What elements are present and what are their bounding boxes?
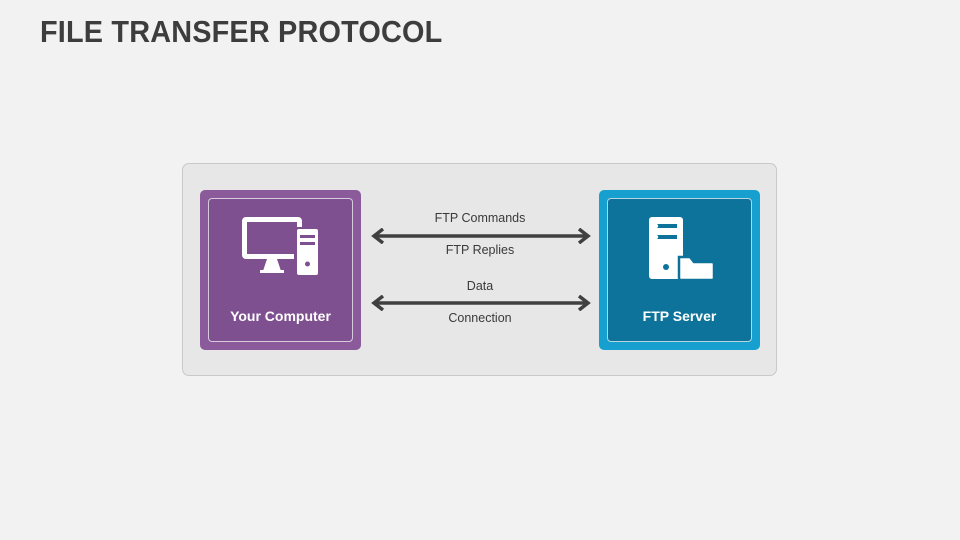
node-ftp-server-label: FTP Server <box>642 308 717 324</box>
node-your-computer-inner: Your Computer <box>208 198 353 342</box>
node-ftp-server: FTP Server <box>599 190 760 350</box>
node-ftp-server-inner: FTP Server <box>607 198 752 342</box>
link-commands-top-label: FTP Commands <box>434 211 526 225</box>
double-arrow-commands <box>370 228 592 244</box>
desktop-computer-icon <box>240 215 322 284</box>
server-folder-icon <box>645 215 715 286</box>
slide-title: FILE TRANSFER PROTOCOL <box>40 14 443 49</box>
link-connection-bottom-label: Connection <box>448 311 512 325</box>
double-arrow-icon <box>371 228 591 244</box>
node-your-computer-label: Your Computer <box>230 308 331 324</box>
link-data-top-label: Data <box>466 279 494 293</box>
link-replies-bottom-label: FTP Replies <box>445 243 515 257</box>
double-arrow-icon <box>371 295 591 311</box>
node-your-computer: Your Computer <box>200 190 361 350</box>
double-arrow-data <box>370 295 592 311</box>
